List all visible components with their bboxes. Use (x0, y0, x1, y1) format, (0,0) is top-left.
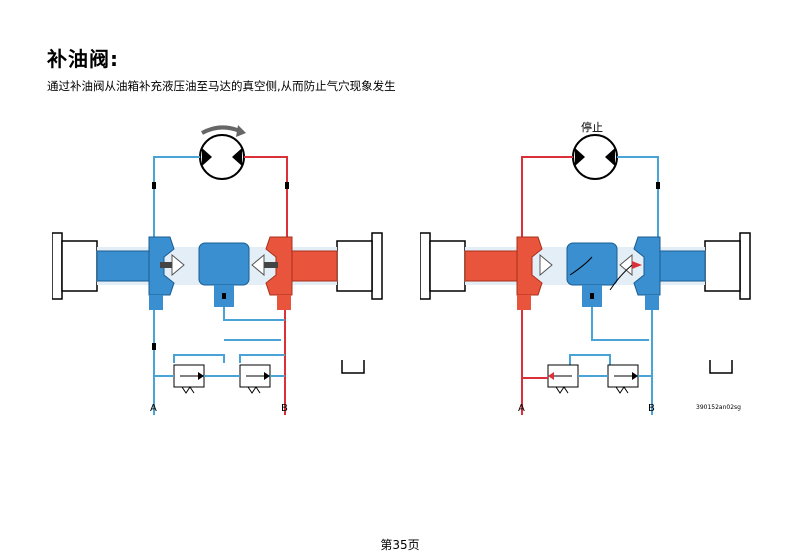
left-end-cap (52, 232, 98, 300)
tank-icon (709, 360, 733, 374)
center-block-blue (566, 242, 618, 307)
right-end-cap (336, 232, 383, 300)
right-spool-blue (609, 236, 706, 310)
port-b-label: B (648, 403, 655, 414)
page-number: 第35页 (380, 538, 420, 552)
line-b-motor (244, 156, 288, 245)
right-end-cap (704, 232, 751, 300)
left-end-cap (420, 232, 466, 300)
rotating-motor-diagram: A B (52, 125, 383, 415)
left-spool-blue (96, 236, 185, 310)
rotation-arrow-icon (201, 125, 241, 135)
makeup-check-valve-a (173, 364, 205, 394)
makeup-check-valve-a (547, 364, 579, 394)
makeup-check-valve-b (239, 364, 271, 394)
tank-icon (341, 360, 365, 374)
stopped-motor-diagram: 停止 (420, 120, 751, 415)
port-b-label: B (281, 403, 288, 414)
left-spool-red (464, 236, 553, 310)
hydraulic-motor-icon (572, 134, 618, 180)
line-a-motor (153, 156, 200, 245)
flow-arrow-icon (632, 261, 642, 269)
page-title: 补油阀: (47, 47, 119, 71)
motor-status-label: 停止 (581, 120, 603, 134)
makeup-check-valve-b (607, 364, 639, 394)
hydraulic-motor-icon (199, 134, 245, 180)
port-a-label: A (518, 403, 525, 414)
page-subtitle: 通过补油阀从油箱补充液压油至马达的真空侧,从而防止气穴现象发生 (47, 79, 396, 93)
port-a-label: A (150, 403, 157, 414)
right-spool-red (251, 236, 338, 310)
figure-code: 390152an02sg (696, 404, 741, 411)
center-block-blue (198, 242, 250, 307)
